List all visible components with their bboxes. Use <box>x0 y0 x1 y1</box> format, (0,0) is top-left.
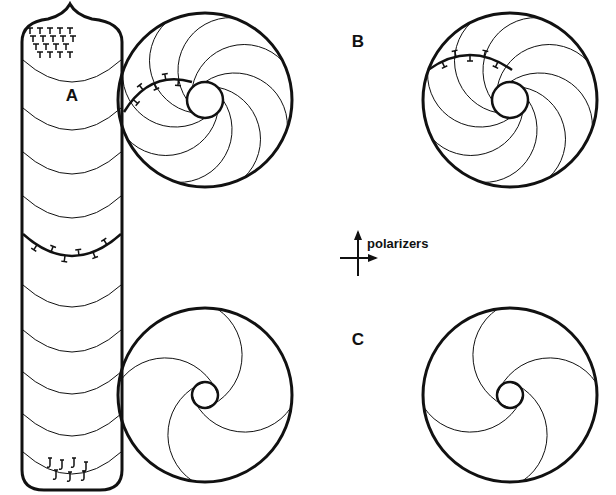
section-b-right <box>423 13 597 187</box>
panel-letter: B <box>350 33 366 52</box>
section-b-left <box>118 13 292 187</box>
axis-label: polarizers <box>365 237 430 251</box>
capillary-a <box>22 4 122 490</box>
section-c-left <box>118 308 292 482</box>
panel-letter: C <box>350 331 366 350</box>
section-c-right <box>423 308 597 482</box>
panel-letter: A <box>64 87 80 106</box>
